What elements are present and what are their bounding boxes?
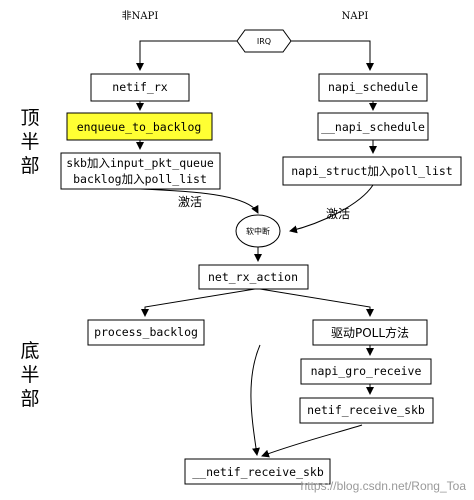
napi-schedule-node: napi_schedule	[318, 73, 428, 102]
process-backlog-label: process_backlog	[94, 325, 198, 339]
edge-label-activate: 激活	[326, 207, 350, 221]
napi-struct-add-node: napi_struct加入poll_list	[282, 156, 462, 186]
edge-irq-to-napi-schedule	[291, 40, 374, 71]
final-netif-receive-skb-node: __netif_receive_skb	[184, 458, 331, 485]
softirq-node: 软中断	[235, 214, 281, 248]
side-label-top-half: 顶 半 部	[20, 107, 39, 177]
netif-rx-node: netif_rx	[90, 73, 190, 102]
inner-napi-schedule-label: __napi_schedule	[321, 120, 425, 134]
watermark-text: https://blog.csdn.net/Rong_Toa	[301, 479, 467, 493]
netif-receive-skb-label: netif_receive_skb	[307, 403, 425, 417]
enqueue-to-backlog-node: enqueue_to_backlog	[66, 112, 213, 141]
napi-gro-receive-label: napi_gro_receive	[311, 364, 422, 378]
side-label-char: 半	[20, 364, 39, 386]
net-rx-action-label: net_rx_action	[208, 270, 298, 284]
driver-poll-label: 驱动POLL方法	[331, 325, 409, 340]
header-non-napi: 非NAPI	[122, 10, 159, 22]
edge-net-rx-to-backlog	[141, 288, 256, 317]
edge-irq-to-netif-rx	[136, 40, 237, 71]
side-label-char: 部	[20, 388, 39, 410]
netif-receive-skb-node: netif_receive_skb	[299, 397, 434, 424]
side-label-char: 底	[20, 340, 39, 362]
napi-struct-add-label: napi_struct加入poll_list	[291, 164, 452, 178]
irq-label: IRQ	[257, 37, 271, 46]
edge-net-rx-to-driver-poll	[259, 288, 374, 317]
enqueue-to-backlog-label: enqueue_to_backlog	[77, 120, 202, 134]
side-label-bottom-half: 底 半 部	[20, 340, 39, 410]
skb-add-node: skb加入input_pkt_queue backlog加入poll_list	[60, 152, 221, 190]
side-label-char: 顶	[20, 107, 39, 129]
net-rx-action-node: net_rx_action	[198, 264, 309, 290]
netif-rx-label: netif_rx	[112, 80, 167, 94]
irq-node: IRQ	[236, 29, 292, 53]
side-label-char: 半	[20, 131, 39, 153]
skb-add-line2: backlog加入poll_list	[73, 172, 207, 186]
edge-activate-right	[289, 184, 374, 234]
process-backlog-node: process_backlog	[87, 319, 205, 346]
header-napi: NAPI	[342, 11, 369, 22]
driver-poll-node: 驱动POLL方法	[312, 319, 428, 346]
inner-napi-schedule-node: __napi_schedule	[317, 112, 429, 141]
napi-gro-receive-node: napi_gro_receive	[300, 358, 432, 385]
highlight-marker	[66, 112, 213, 141]
edge-backlog-to-final	[250, 344, 261, 456]
final-netif-receive-skb-label: __netif_receive_skb	[192, 465, 324, 479]
edge-receive-to-final	[261, 424, 363, 458]
napi-schedule-label: napi_schedule	[328, 80, 418, 94]
side-label-char: 部	[20, 155, 39, 177]
edges	[136, 40, 377, 458]
skb-add-line1: skb加入input_pkt_queue	[66, 156, 214, 170]
softirq-label: 软中断	[246, 226, 270, 236]
edge-label-activate: 激活	[178, 195, 202, 209]
edge-activate-left	[139, 188, 259, 214]
